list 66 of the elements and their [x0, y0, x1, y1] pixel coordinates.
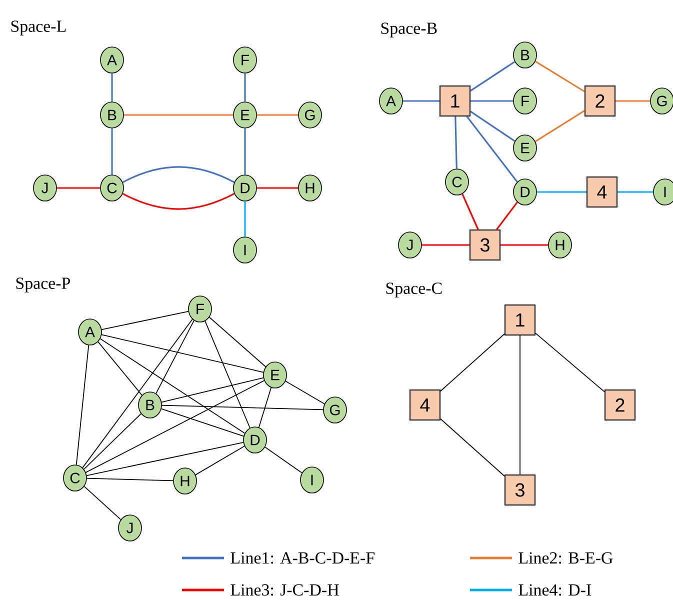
square-node: 2 — [604, 390, 636, 420]
connector — [264, 446, 302, 474]
connector — [496, 202, 518, 230]
connector — [204, 320, 250, 428]
connector — [82, 318, 193, 468]
legend-text: Line1: A-B-C-D-E-F — [230, 552, 374, 564]
connector — [86, 478, 174, 482]
connector — [454, 116, 458, 169]
connector — [285, 380, 325, 404]
connector — [470, 100, 514, 102]
connector — [124, 114, 234, 116]
connector — [101, 311, 189, 330]
panel-title: Space-L — [11, 20, 66, 36]
connector — [402, 100, 440, 102]
connector — [101, 334, 264, 373]
panel-title: Space-B — [381, 22, 437, 38]
connector — [440, 418, 505, 477]
connector — [256, 187, 298, 189]
connector — [258, 387, 272, 428]
connector — [56, 187, 100, 189]
connector — [98, 341, 142, 396]
connector — [161, 377, 264, 403]
connector — [422, 244, 470, 246]
connector — [466, 116, 518, 182]
square-node: 3 — [504, 474, 536, 506]
panel-title: Space-C — [386, 282, 442, 298]
legend-text: Line3: J-C-D-H — [230, 584, 339, 596]
connector — [500, 244, 548, 246]
connector — [616, 100, 650, 102]
panel-title: Space-P — [16, 278, 70, 292]
connector — [84, 413, 142, 470]
connector — [85, 380, 265, 473]
square-node: 1 — [504, 304, 536, 336]
connector — [208, 316, 266, 368]
connector — [534, 110, 585, 142]
connector — [470, 110, 516, 142]
connector — [156, 320, 194, 394]
connector — [76, 344, 90, 466]
connector — [111, 73, 113, 102]
connector — [122, 193, 235, 210]
connector — [195, 446, 245, 476]
connector — [470, 61, 516, 92]
square-node: 4 — [586, 176, 618, 208]
connector — [535, 332, 605, 392]
connector — [84, 486, 122, 520]
connector — [86, 442, 244, 476]
connector — [536, 191, 586, 193]
connector — [244, 128, 246, 175]
connector — [244, 73, 246, 102]
connector — [111, 128, 113, 175]
square-node: 4 — [410, 390, 440, 420]
connector — [244, 201, 246, 237]
connector — [161, 404, 324, 410]
connector — [440, 333, 505, 392]
connector — [100, 338, 246, 434]
connector — [122, 166, 235, 183]
square-node: 3 — [470, 230, 500, 260]
connector — [160, 408, 244, 437]
connector — [618, 191, 654, 193]
connector — [535, 60, 585, 92]
legend-text: Line2: B-E-G — [518, 552, 613, 564]
connector — [462, 194, 479, 230]
square-node: 1 — [440, 86, 470, 116]
square-node: 2 — [584, 86, 616, 116]
legend-text: Line4: D-I — [518, 584, 591, 596]
connector — [256, 114, 298, 116]
